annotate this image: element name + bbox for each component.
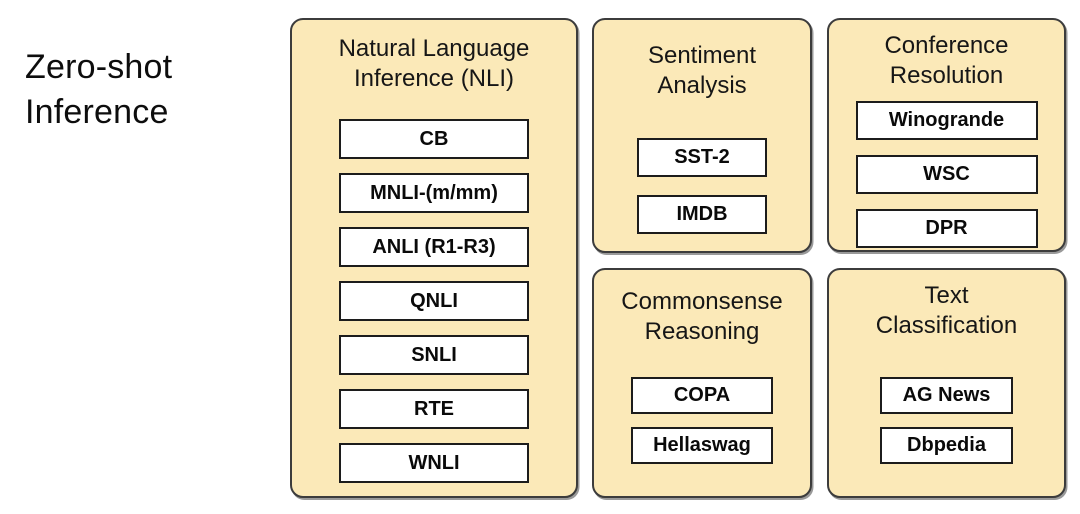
diagram-title-line-2: Inference bbox=[25, 93, 169, 131]
dataset-winogrande: Winogrande bbox=[855, 101, 1038, 140]
dataset-imdb: IMDB bbox=[637, 195, 767, 234]
dataset-wsc: WSC bbox=[855, 155, 1038, 194]
diagram-title: Zero-shot Inference bbox=[25, 45, 172, 135]
group-title-line-1: Text bbox=[924, 282, 969, 309]
dataset-wnli: WNLI bbox=[339, 443, 529, 483]
dataset-copa: COPA bbox=[631, 377, 773, 414]
group-title-line-2: Reasoning bbox=[644, 318, 760, 345]
dataset-list: COPA Hellaswag bbox=[631, 377, 773, 464]
dataset-list: AG News Dbpedia bbox=[880, 377, 1013, 464]
group-title: Conference Resolution bbox=[829, 31, 1064, 91]
group-title: Natural Language Inference (NLI) bbox=[292, 34, 576, 94]
group-natural-language-inference: Natural Language Inference (NLI) CB MNLI… bbox=[290, 18, 578, 498]
dataset-mnli: MNLI-(m/mm) bbox=[339, 173, 529, 213]
dataset-qnli: QNLI bbox=[339, 281, 529, 321]
group-title-line-1: Conference bbox=[884, 32, 1009, 59]
group-title-line-1: Natural Language bbox=[338, 35, 530, 62]
group-sentiment-analysis: Sentiment Analysis SST-2 IMDB bbox=[592, 18, 812, 253]
group-title: Sentiment Analysis bbox=[594, 41, 810, 101]
dataset-list: Winogrande WSC DPR bbox=[855, 101, 1038, 248]
group-conference-resolution: Conference Resolution Winogrande WSC DPR bbox=[827, 18, 1066, 252]
dataset-dbpedia: Dbpedia bbox=[880, 427, 1013, 464]
group-title: Text Classification bbox=[829, 281, 1064, 341]
group-title-line-1: Sentiment bbox=[647, 42, 757, 69]
diagram-title-line-1: Zero-shot bbox=[25, 48, 173, 86]
group-title-line-2: Resolution bbox=[889, 62, 1004, 89]
dataset-snli: SNLI bbox=[339, 335, 529, 375]
dataset-cb: CB bbox=[339, 119, 529, 159]
dataset-rte: RTE bbox=[339, 389, 529, 429]
group-title-line-2: Classification bbox=[875, 312, 1018, 339]
dataset-list: SST-2 IMDB bbox=[637, 138, 767, 234]
dataset-sst2: SST-2 bbox=[637, 138, 767, 177]
group-title-line-1: Commonsense bbox=[621, 288, 783, 315]
dataset-ag-news: AG News bbox=[880, 377, 1013, 414]
group-title-line-2: Inference (NLI) bbox=[353, 65, 515, 92]
dataset-list: CB MNLI-(m/mm) ANLI (R1-R3) QNLI SNLI RT… bbox=[339, 119, 529, 483]
group-text-classification: Text Classification AG News Dbpedia bbox=[827, 268, 1066, 498]
dataset-dpr: DPR bbox=[855, 209, 1038, 248]
dataset-anli: ANLI (R1-R3) bbox=[339, 227, 529, 267]
group-commonsense-reasoning: Commonsense Reasoning COPA Hellaswag bbox=[592, 268, 812, 498]
group-title-line-2: Analysis bbox=[657, 72, 747, 99]
group-title: Commonsense Reasoning bbox=[594, 287, 810, 347]
dataset-hellaswag: Hellaswag bbox=[631, 427, 773, 464]
